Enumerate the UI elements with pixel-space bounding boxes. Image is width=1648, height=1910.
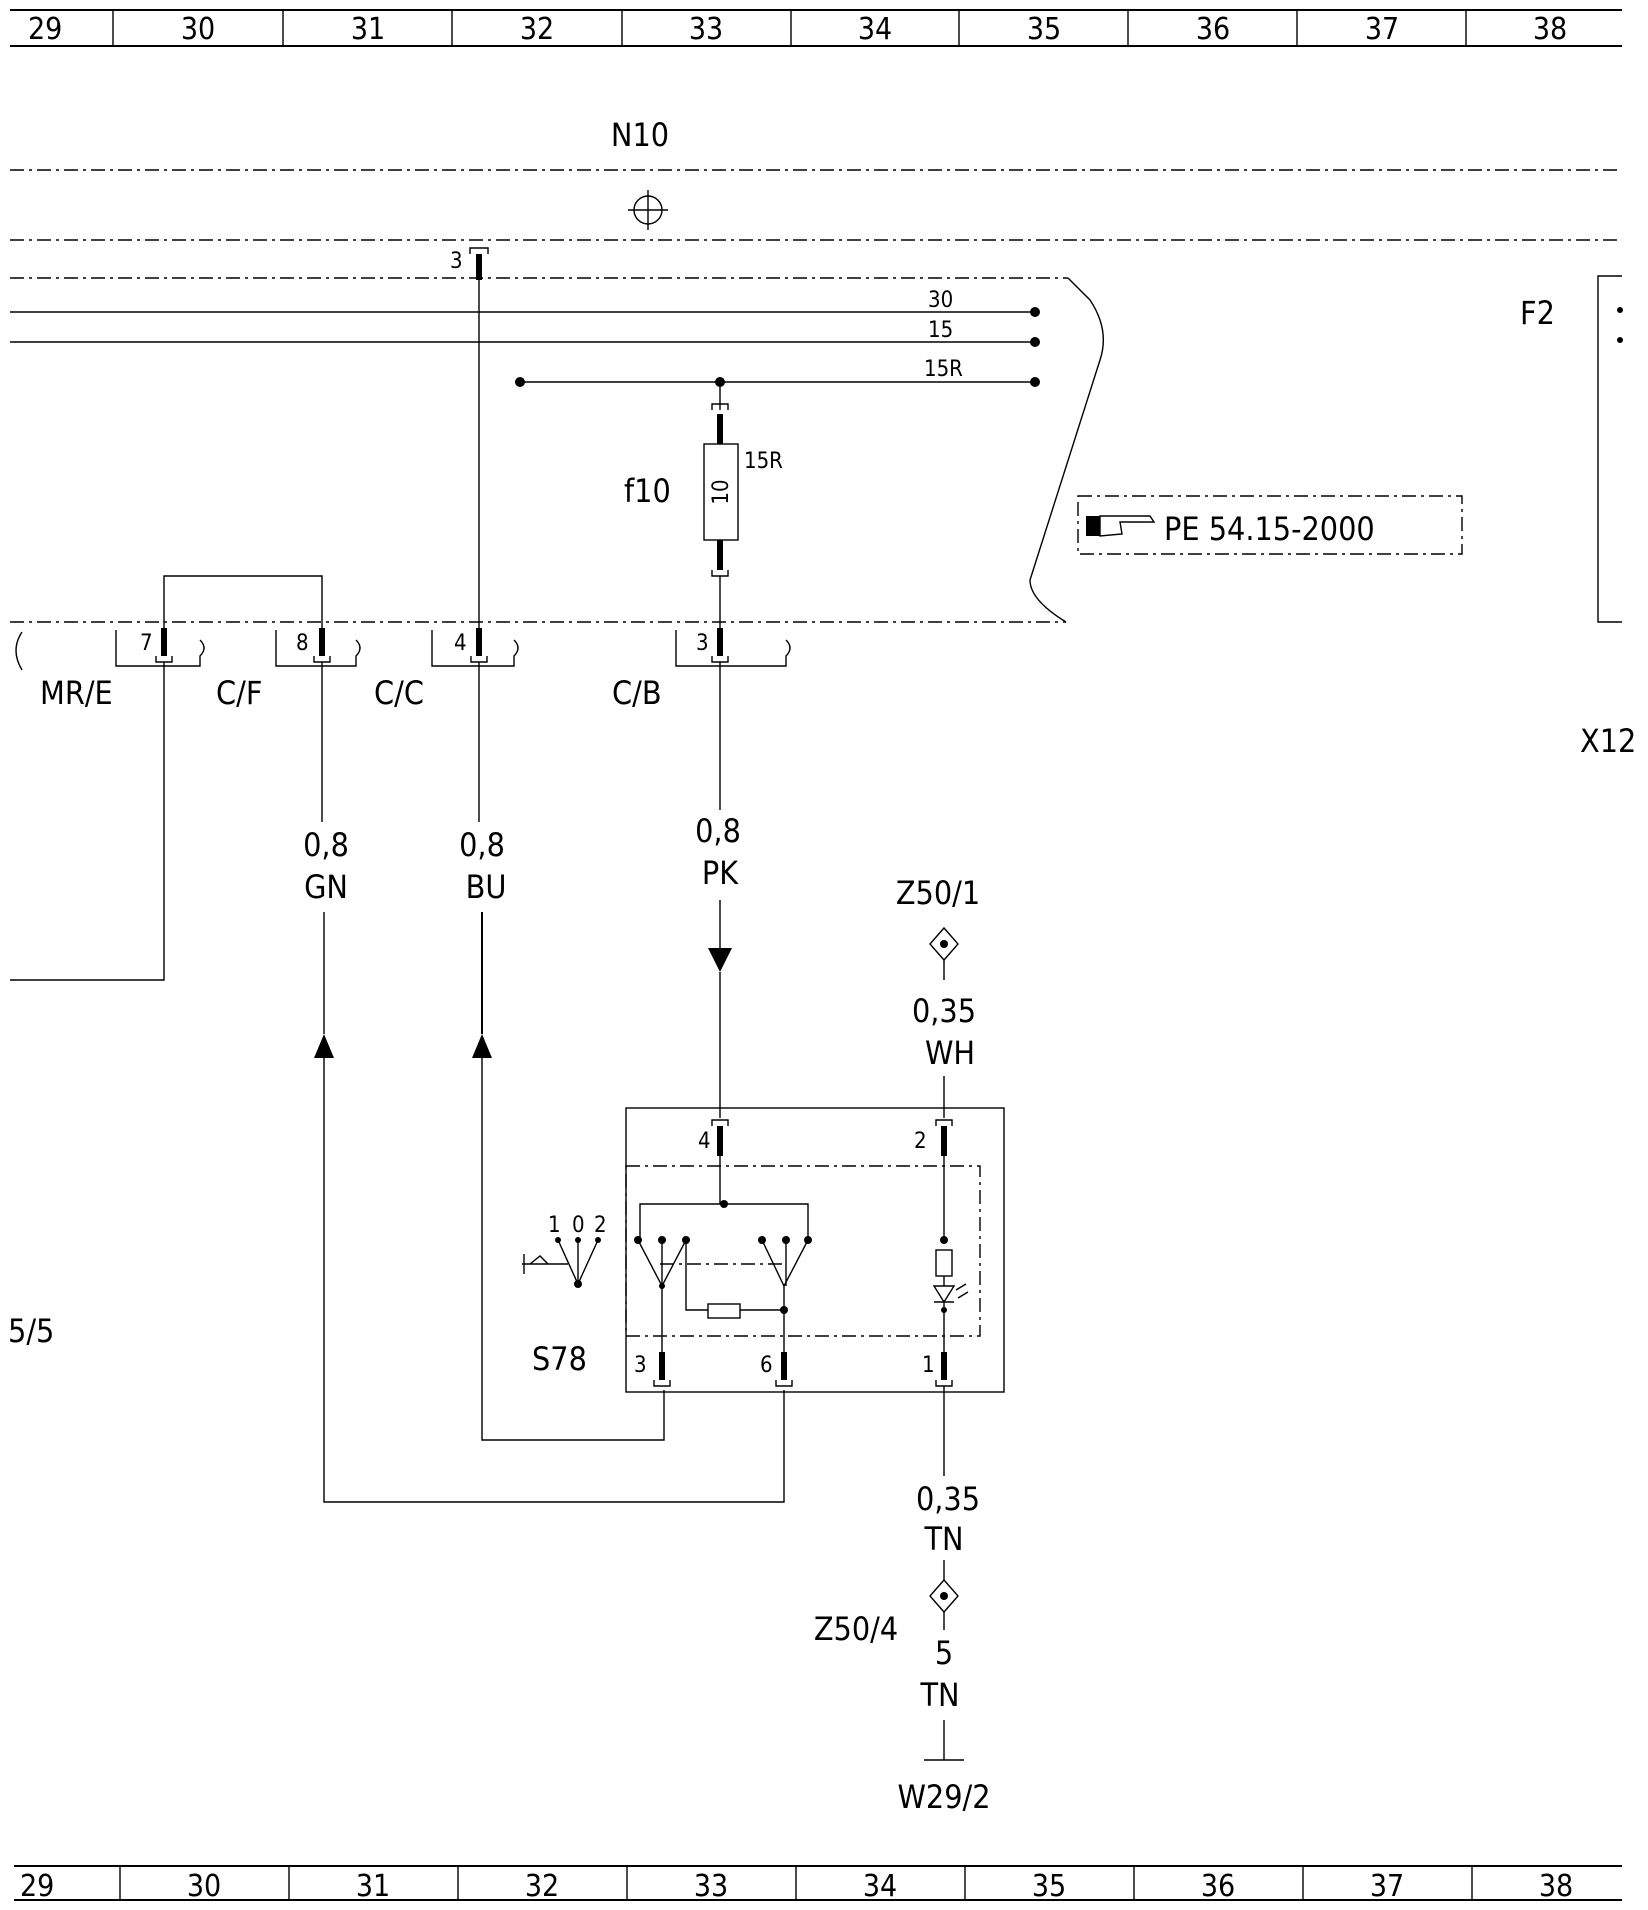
bus-lines [10,307,1040,387]
jumper-loop-7-8 [163,575,323,628]
wire-pk-arrow-icon [708,948,732,972]
top-column-ruler: 29 30 31 32 33 34 35 36 37 38 [10,9,1622,47]
wire-5-color: TN [919,1676,959,1714]
left-edge-partial-label: 5/5 [8,1312,54,1350]
ruler-col-29: 29 [28,12,62,47]
fuse-rating: 10 [709,479,734,504]
module-boundary-curve [1029,277,1105,623]
connector-pin-7: 7 [140,628,173,663]
wire-gn-arrow-icon [314,1034,334,1058]
ruler-col-31: 31 [351,12,385,47]
n10-pin-3-label: 3 [450,249,463,274]
ruler-bottom-col-37: 37 [1370,1869,1404,1904]
ruler-bottom-col-33: 33 [694,1869,728,1904]
s78-pin-3: 3 [634,1353,647,1378]
f2-label: F2 [1520,294,1555,332]
ground-symbol-icon [628,190,668,230]
bottom-column-ruler: 29 30 31 32 33 34 35 36 37 38 [14,1865,1622,1904]
s78-position-1: 1 [548,1213,561,1238]
bus-30-label: 30 [928,288,953,313]
switch-s78-label: S78 [532,1340,587,1378]
wire-tn-size: 0,35 [916,1480,980,1518]
wire-wh-size: 0,35 [912,992,976,1030]
bus-15r-label: 15R [924,357,963,382]
s78-position-0: 0 [572,1213,585,1238]
connector-c-b-bracket [675,630,791,667]
connector-mr-e-bracket [115,630,205,667]
wire-bu-arrow-icon [472,1034,492,1058]
connector-mr-e-label: MR/E [40,674,113,712]
connector-pin-3-cb: 3 [696,628,729,663]
n10-pin-3-connector [469,247,489,254]
ruler-bottom-col-36: 36 [1201,1869,1235,1904]
f2-box-outline [1597,275,1622,623]
connector-c-b-label: C/B [612,674,662,712]
svg-text:3: 3 [696,631,709,656]
svg-text:7: 7 [140,631,153,656]
wire-wh-color: WH [925,1034,975,1072]
ruler-col-37: 37 [1365,12,1399,47]
connector-c-c-label: C/C [374,674,424,712]
splice-z50-4-label: Z50/4 [814,1610,898,1648]
s78-resistor [707,1303,741,1319]
ruler-bottom-col-38: 38 [1539,1869,1573,1904]
wire-5-size: 5 [935,1634,953,1672]
ruler-col-32: 32 [520,12,554,47]
svg-text:4: 4 [454,631,467,656]
ruler-col-38: 38 [1533,12,1567,47]
wire-pin7-left [10,662,165,981]
ruler-col-36: 36 [1196,12,1230,47]
connector-c-c-bracket [431,630,519,667]
connector-c-f-label: C/F [216,674,262,712]
connector-pin-8: 8 [296,628,331,663]
s78-pin-6: 6 [760,1353,773,1378]
bus-15-label: 15 [928,318,953,343]
splice-z50-1-label: Z50/1 [896,874,980,912]
s78-pin-4: 4 [698,1129,711,1154]
ruler-col-33: 33 [689,12,723,47]
wire-gn-color: GN [304,868,348,906]
ruler-bottom-col-32: 32 [525,1869,559,1904]
wire-pk-size: 0,8 [695,812,741,850]
connector-pin-4: 4 [454,628,488,663]
component-n10-label: N10 [611,116,669,154]
led-icon [932,1283,969,1304]
ruler-bottom-col-29: 29 [20,1869,54,1904]
s78-position-2: 2 [594,1213,607,1238]
s78-lamp-resistor [935,1249,953,1277]
x12-label: X12 [1580,722,1636,760]
ruler-col-30: 30 [181,12,215,47]
wire-gn-size: 0,8 [303,826,349,864]
pointing-hand-icon [1086,515,1156,537]
wire-bu-size: 0,8 [459,826,505,864]
svg-text:8: 8 [296,631,309,656]
s78-actuator-icon [522,1237,601,1288]
ruler-col-34: 34 [858,12,892,47]
ruler-col-35: 35 [1027,12,1061,47]
ruler-bottom-col-35: 35 [1032,1869,1066,1904]
s78-inner-housing [625,1165,981,1337]
wire-bu-color: BU [466,868,507,906]
fuse-f10 [703,382,739,628]
s78-pin-1: 1 [922,1353,935,1378]
ruler-bottom-col-34: 34 [863,1869,897,1904]
splice-z50-4-icon [929,1578,959,1614]
wire-tn-color: TN [923,1520,963,1558]
fuse-terminal-15r: 15R [744,449,783,474]
wire-pk-color: PK [702,854,739,892]
switch-s78: 4 2 1 0 2 [522,1107,1005,1393]
ground-w29-2-label: W29/2 [897,1778,990,1816]
ruler-bottom-col-31: 31 [356,1869,390,1904]
connector-c-f-bracket [275,630,361,667]
ruler-bottom-col-30: 30 [187,1869,221,1904]
wire-bu-route [481,1058,665,1441]
reference-text: PE 54.15-2000 [1164,510,1375,548]
fuse-f10-label: f10 [624,472,671,510]
wire-gn-route [323,1058,785,1503]
s78-pin-2: 2 [914,1129,927,1154]
reference-box: PE 54.15-2000 [1077,495,1463,555]
splice-z50-1-icon [929,926,959,962]
